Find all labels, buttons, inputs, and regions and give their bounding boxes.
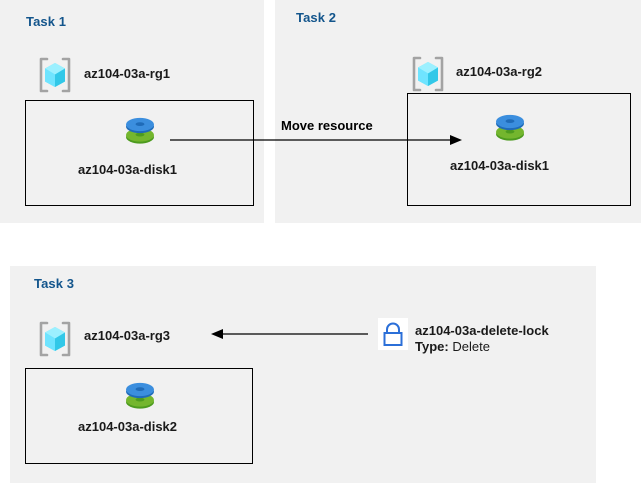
lock-label-group: az104-03a-delete-lock Type: Delete: [415, 323, 549, 355]
resource-group-box-rg2: [407, 93, 631, 206]
resource-group-box-rg1: [25, 100, 254, 206]
lock-name: az104-03a-delete-lock: [415, 323, 549, 338]
node-label-rg3: az104-03a-rg3: [84, 328, 170, 343]
lock-type-value: Delete: [452, 339, 490, 354]
managed-disk-icon: [496, 114, 524, 141]
managed-disk-icon: [126, 382, 154, 409]
managed-disk-icon: [126, 117, 154, 144]
lock-type-row: Type: Delete: [415, 339, 549, 355]
lock-type-key: Type:: [415, 339, 449, 354]
panel-task-2: [275, 0, 641, 223]
panel-task-3: [10, 266, 596, 483]
node-label-disk1: az104-03a-disk1: [78, 162, 178, 177]
node-label-rg1: az104-03a-rg1: [84, 66, 170, 81]
panel-title-task-3: Task 3: [34, 276, 75, 291]
resource-group-icon: [39, 57, 71, 93]
node-label-disk2: az104-03a-disk2: [78, 419, 178, 434]
node-label-disk1-moved: az104-03a-disk1: [450, 158, 550, 173]
panel-task-1: [0, 0, 264, 223]
resource-group-icon: [39, 321, 71, 357]
panel-title-task-1: Task 1: [26, 14, 67, 29]
resource-group-box-rg3: [25, 368, 253, 464]
resource-group-icon: [412, 56, 444, 92]
lock-icon: [378, 318, 408, 350]
edge-label-move-resource: Move resource: [281, 118, 373, 133]
node-label-rg2: az104-03a-rg2: [456, 64, 542, 79]
panel-title-task-2: Task 2: [296, 10, 337, 25]
